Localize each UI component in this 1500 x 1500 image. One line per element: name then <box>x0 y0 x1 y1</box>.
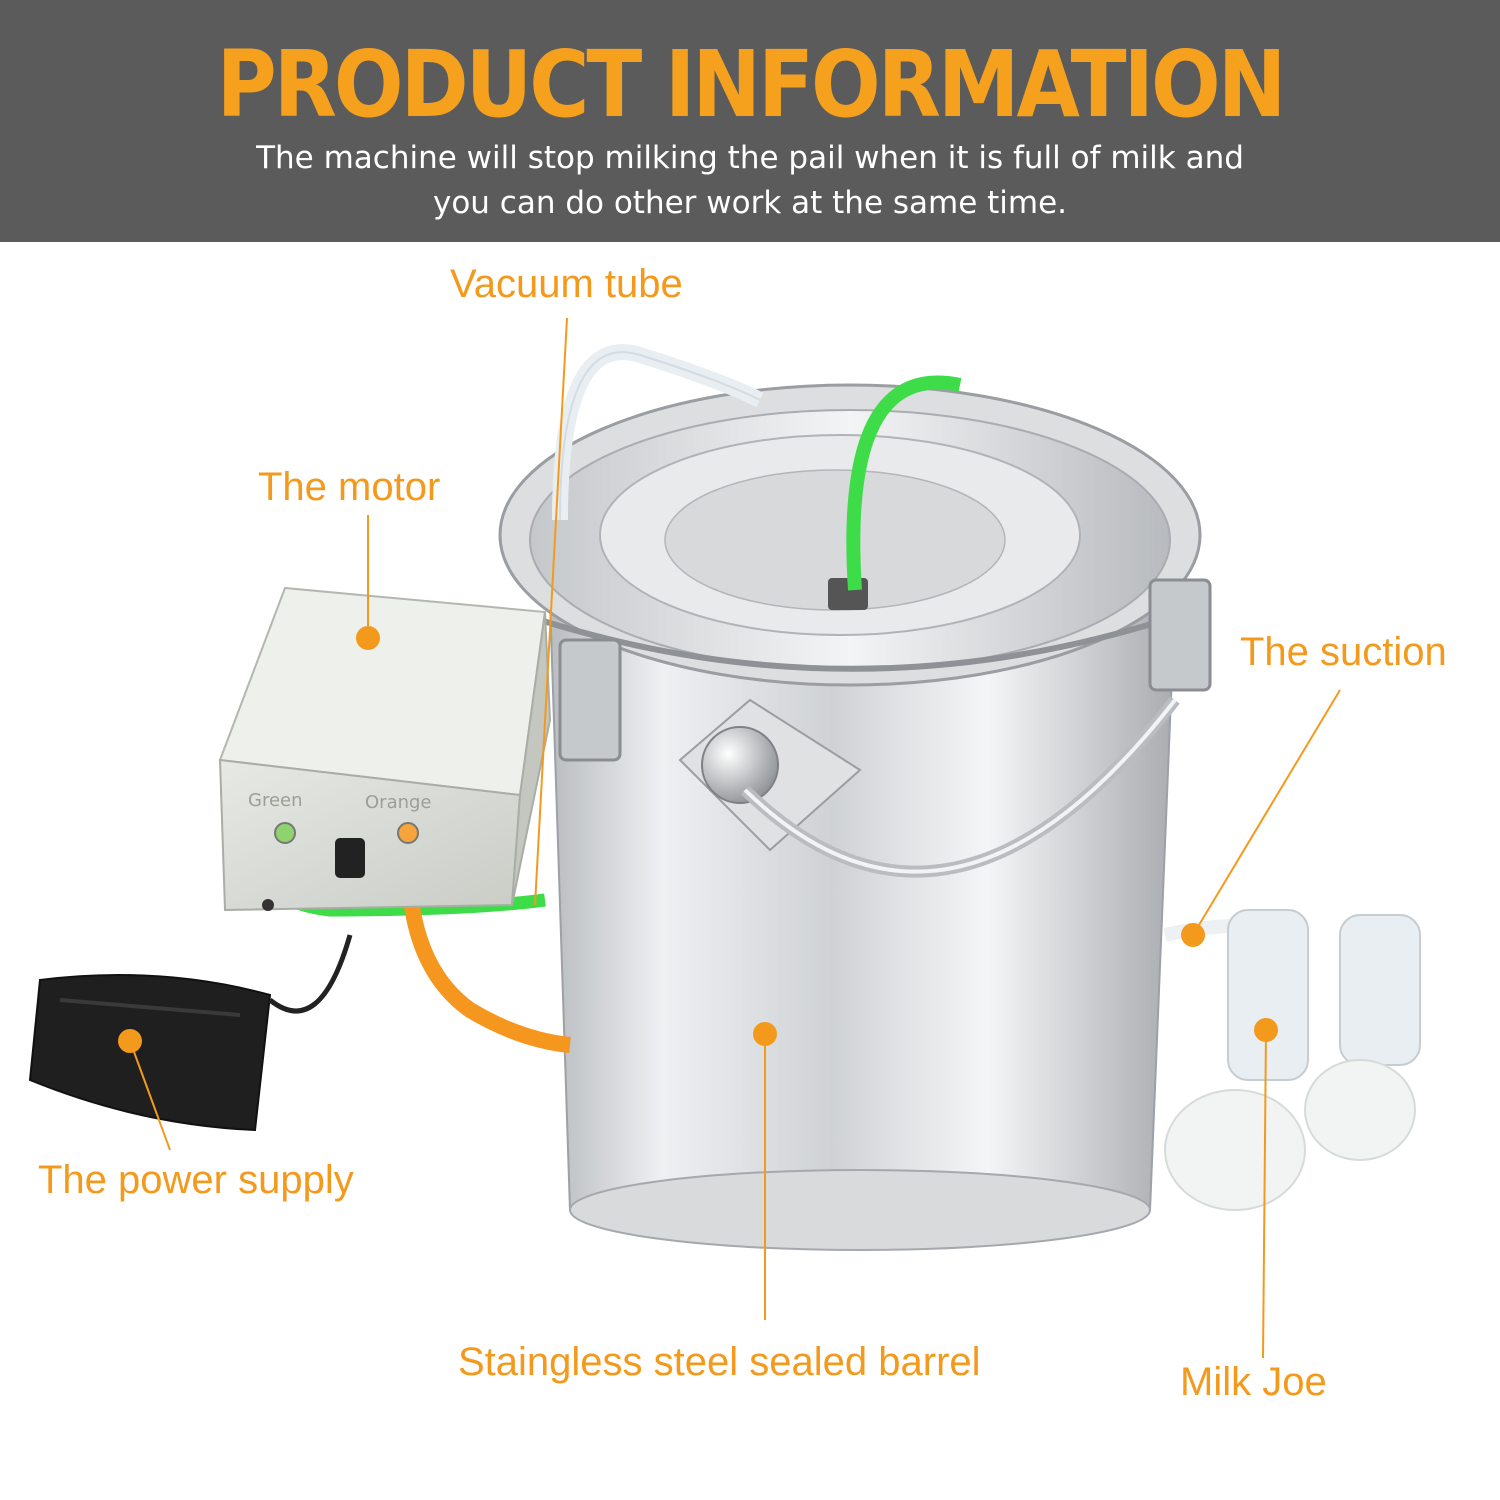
label-milk-joe: Milk Joe <box>1180 1360 1327 1404</box>
steel-barrel <box>498 383 1212 1251</box>
label-suction: The suction <box>1240 630 1447 674</box>
port-label-orange: Orange <box>365 792 432 813</box>
label-vacuum-tube: Vacuum tube <box>450 262 683 306</box>
power-adapter <box>28 934 353 1132</box>
port-label-green: Green <box>248 790 303 811</box>
page-title: PRODUCT INFORMATION <box>216 32 1287 139</box>
motor-box: Green Orange <box>218 586 552 912</box>
milk-cups <box>753 909 1421 1211</box>
label-power-supply: The power supply <box>38 1158 354 1202</box>
header-banner: PRODUCT INFORMATION The machine will sto… <box>0 0 1500 242</box>
page-subtitle: The machine will stop milking the pail w… <box>256 140 1244 221</box>
label-barrel: Staingless steel sealed barrel <box>458 1340 981 1384</box>
leader-lines <box>129 317 1341 1359</box>
label-motor: The motor <box>258 465 441 509</box>
